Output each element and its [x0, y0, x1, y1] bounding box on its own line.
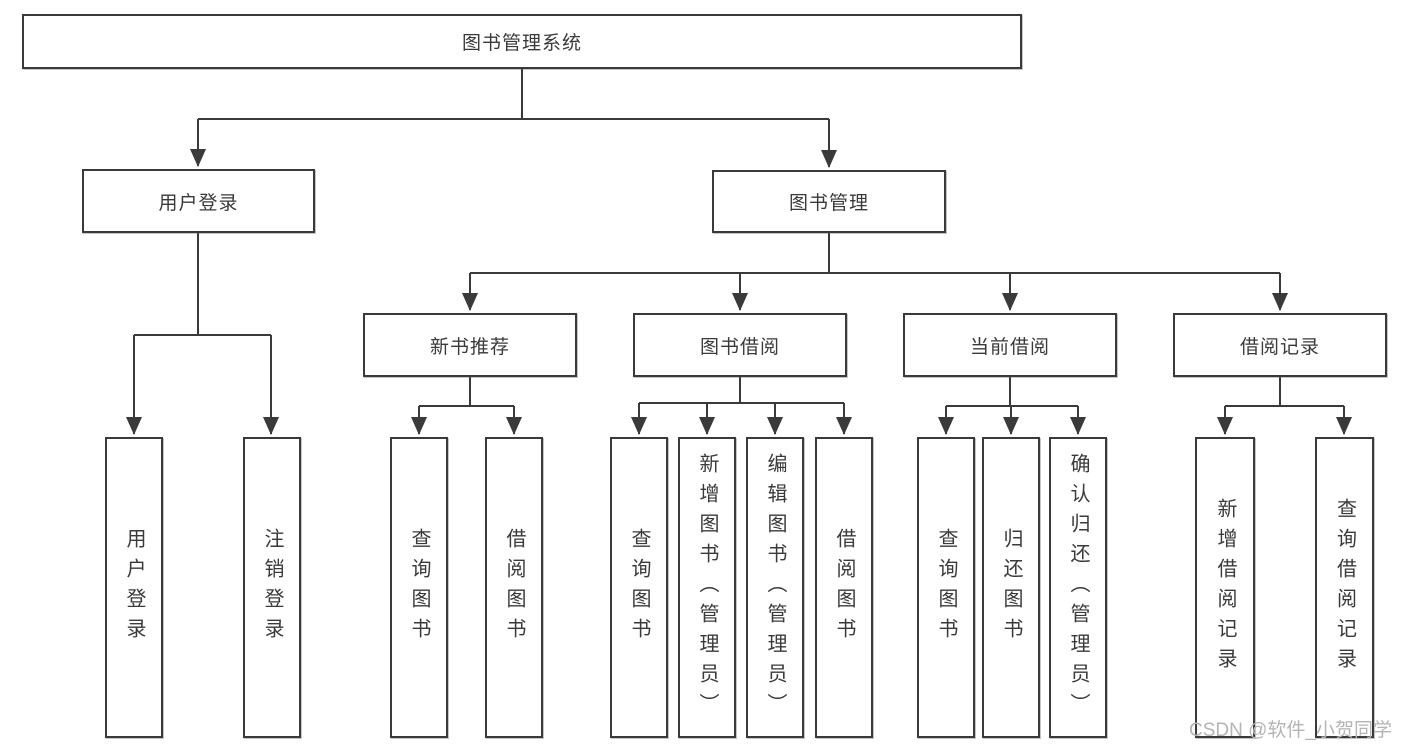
node-book-management: 图书管理 [712, 170, 946, 233]
leaf-borrowing-query-books: 查询图书 [610, 437, 668, 738]
node-current-borrowing: 当前借阅 [903, 313, 1117, 377]
leaf-borrowing-borrow-books: 借阅图书 [815, 437, 873, 738]
leaf-borrowing-add-books-admin: 新增图书（管理员） [678, 437, 736, 738]
leaf-borrowing-edit-books-admin: 编辑图书（管理员） [746, 437, 804, 738]
leaf-logout-login: 注销登录 [243, 437, 301, 738]
node-root-system: 图书管理系统 [22, 14, 1022, 69]
node-user-login: 用户登录 [82, 169, 315, 233]
leaf-recommend-query-books: 查询图书 [390, 437, 448, 738]
leaf-current-return-books: 归还图书 [982, 437, 1040, 738]
leaf-user-login: 用户登录 [105, 437, 163, 738]
leaf-current-confirm-return-admin: 确认归还（管理员） [1049, 437, 1107, 738]
leaf-records-add-record: 新增借阅记录 [1195, 437, 1255, 738]
leaf-records-query-record: 查询借阅记录 [1315, 437, 1374, 738]
watermark-text: CSDN @软件_小贺同学 [1189, 720, 1392, 741]
leaf-recommend-borrow-books: 借阅图书 [485, 437, 543, 738]
leaf-current-query-books: 查询图书 [917, 437, 975, 738]
node-borrow-records: 借阅记录 [1173, 313, 1387, 377]
node-new-book-recommend: 新书推荐 [363, 313, 577, 377]
node-book-borrowing: 图书借阅 [633, 313, 847, 377]
